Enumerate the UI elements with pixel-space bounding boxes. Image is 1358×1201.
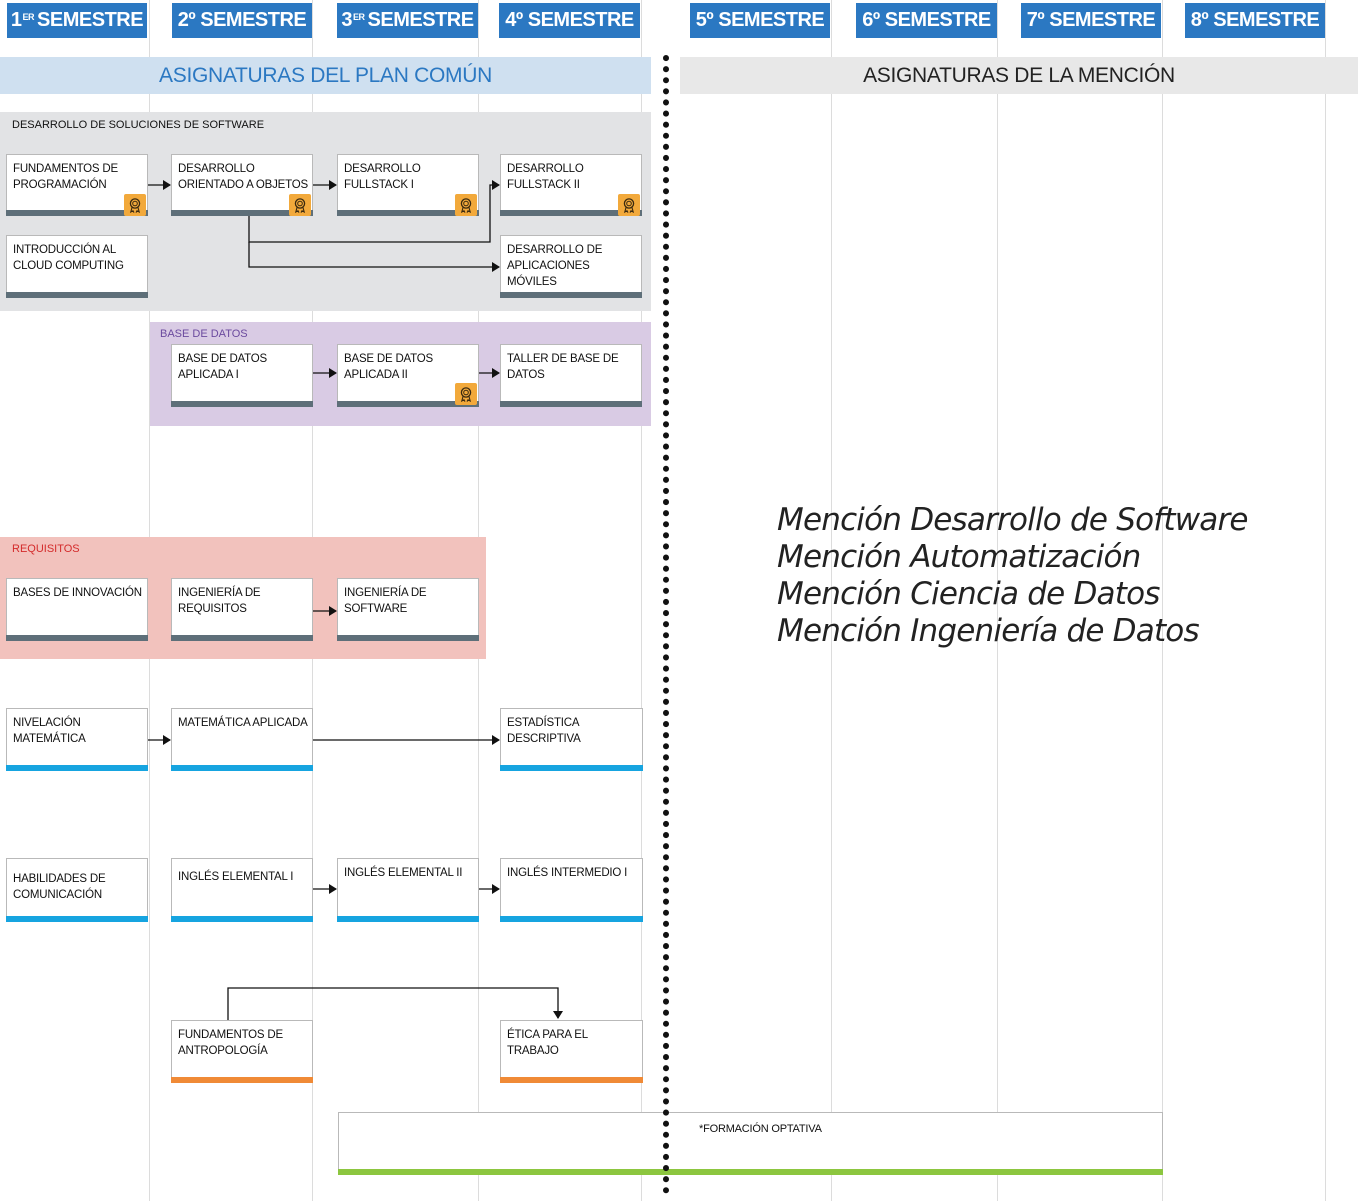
course-bar	[337, 916, 479, 922]
course-nivelacion-matematica[interactable]: NIVELACIÓN MATEMÁTICA	[6, 708, 148, 771]
semester-header-5: 5º SEMESTRE	[690, 3, 830, 38]
course-fullstack-2[interactable]: DESARROLLO FULLSTACK II	[500, 154, 642, 216]
course-label: TALLER DE BASE DE DATOS	[507, 353, 619, 381]
course-bd-2[interactable]: BASE DE DATOS APLICADA II	[337, 344, 479, 407]
course-matematica-aplicada[interactable]: MATEMÁTICA APLICADA	[171, 708, 313, 771]
mentions-list: Mención Desarrollo de Software Mención A…	[777, 502, 1248, 650]
course-bar	[500, 401, 642, 407]
course-label: INGLÉS ELEMENTAL II	[344, 867, 463, 879]
requirements-group-label: REQUISITOS	[12, 543, 80, 555]
course-bar	[337, 401, 479, 407]
course-label: DESARROLLO DE APLICACIONES MÓVILES	[507, 244, 603, 288]
course-label: DESARROLLO FULLSTACK I	[344, 163, 421, 191]
course-label: INTRODUCCIÓN AL CLOUD COMPUTING	[13, 244, 124, 272]
course-habilidades-comunicacion[interactable]: HABILIDADES DE COMUNICACIÓN	[6, 858, 148, 922]
course-bd-1[interactable]: BASE DE DATOS APLICADA I	[171, 344, 313, 407]
course-label: BASE DE DATOS APLICADA II	[344, 353, 434, 381]
course-bar	[338, 1169, 1163, 1175]
course-bar	[500, 292, 642, 298]
certificate-badge-icon	[618, 194, 640, 216]
semester-header-7: 7º SEMESTRE	[1021, 3, 1161, 38]
course-bar	[6, 765, 148, 771]
course-label: NIVELACIÓN MATEMÁTICA	[13, 717, 86, 745]
course-ingles-intermedio-1[interactable]: INGLÉS INTERMEDIO I	[500, 858, 643, 922]
course-label: BASE DE DATOS APLICADA I	[178, 353, 268, 381]
course-label: FUNDAMENTOS DE ANTROPOLOGÍA	[178, 1029, 283, 1057]
course-antropologia[interactable]: FUNDAMENTOS DE ANTROPOLOGÍA	[171, 1020, 313, 1083]
course-bar	[171, 635, 313, 641]
course-bar	[337, 635, 479, 641]
certificate-badge-icon	[455, 383, 477, 405]
course-label: DESARROLLO FULLSTACK II	[507, 163, 584, 191]
arrow	[248, 242, 500, 272]
course-label: INGENIERÍA DE SOFTWARE	[344, 587, 427, 615]
mention-item: Mención Ciencia de Datos	[777, 576, 1160, 612]
course-label: ESTADÍSTICA DESCRIPTIVA	[507, 717, 581, 745]
common-plan-band: ASIGNATURAS DEL PLAN COMÚN	[0, 57, 651, 94]
course-bar	[337, 210, 479, 216]
course-bar	[171, 916, 313, 922]
course-ingles-elemental-2[interactable]: INGLÉS ELEMENTAL II	[337, 858, 479, 922]
course-bar	[500, 1077, 643, 1083]
mention-item: Mención Automatización	[777, 539, 1141, 575]
semester-header-8: 8º SEMESTRE	[1185, 3, 1325, 38]
mention-item: Mención Ingeniería de Datos	[777, 613, 1200, 649]
course-label: HABILIDADES DE COMUNICACIÓN	[13, 873, 106, 901]
course-bar	[171, 1077, 313, 1083]
course-label: MATEMÁTICA APLICADA	[178, 717, 308, 729]
course-label: INGLÉS ELEMENTAL I	[178, 871, 294, 883]
semester-header-6: 6º SEMESTRE	[856, 3, 997, 38]
course-ing-requisitos[interactable]: INGENIERÍA DE REQUISITOS	[171, 578, 313, 641]
column-divider	[1162, 0, 1163, 1201]
course-etica[interactable]: ÉTICA PARA EL TRABAJO	[500, 1020, 643, 1083]
course-label: INGENIERÍA DE REQUISITOS	[178, 587, 261, 615]
course-label: INGLÉS INTERMEDIO I	[507, 867, 628, 879]
course-bar	[171, 401, 313, 407]
semester-header-2: 2º SEMESTRE	[172, 3, 312, 38]
arrow	[248, 180, 500, 243]
software-group-label: DESARROLLO DE SOLUCIONES DE SOFTWARE	[12, 119, 265, 131]
course-desarrollo-oo[interactable]: DESARROLLO ORIENTADO A OBJETOS	[171, 154, 313, 216]
arrow	[227, 987, 563, 1020]
course-estadistica[interactable]: ESTADÍSTICA DESCRIPTIVA	[500, 708, 643, 771]
course-bar	[6, 635, 148, 641]
course-ing-software[interactable]: INGENIERÍA DE SOFTWARE	[337, 578, 479, 641]
course-bar	[6, 210, 148, 216]
course-cloud[interactable]: INTRODUCCIÓN AL CLOUD COMPUTING	[6, 235, 148, 298]
mention-item: Mención Desarrollo de Software	[777, 502, 1248, 538]
column-divider	[997, 0, 998, 1201]
course-label: ÉTICA PARA EL TRABAJO	[507, 1029, 588, 1057]
column-divider	[641, 0, 642, 1201]
course-moviles[interactable]: DESARROLLO DE APLICACIONES MÓVILES	[500, 235, 642, 298]
course-bar	[171, 765, 313, 771]
column-divider	[1325, 0, 1326, 1201]
course-formacion-optativa[interactable]: *FORMACIÓN OPTATIVA	[338, 1112, 1163, 1175]
database-group-label: BASE DE DATOS	[160, 328, 248, 340]
mention-band: ASIGNATURAS DE LA MENCIÓN	[680, 57, 1358, 94]
course-bar	[6, 292, 148, 298]
course-fundamentos-programacion[interactable]: FUNDAMENTOS DE PROGRAMACIÓN	[6, 154, 148, 216]
course-label: FUNDAMENTOS DE PROGRAMACIÓN	[13, 163, 118, 191]
course-label: *FORMACIÓN OPTATIVA	[699, 1123, 822, 1135]
certificate-badge-icon	[455, 194, 477, 216]
column-divider	[831, 0, 832, 1201]
course-innovacion[interactable]: BASES DE INNOVACIÓN	[6, 578, 148, 641]
course-bar	[500, 916, 643, 922]
course-taller-bd[interactable]: TALLER DE BASE DE DATOS	[500, 344, 642, 407]
semester-header-4: 4º SEMESTRE	[499, 3, 640, 38]
course-bar	[171, 210, 313, 216]
certificate-badge-icon	[124, 194, 146, 216]
course-bar	[6, 916, 148, 922]
course-bar	[500, 765, 643, 771]
course-fullstack-1[interactable]: DESARROLLO FULLSTACK I	[337, 154, 479, 216]
course-ingles-elemental-1[interactable]: INGLÉS ELEMENTAL I	[171, 858, 313, 922]
course-label: DESARROLLO ORIENTADO A OBJETOS	[178, 163, 308, 191]
certificate-badge-icon	[289, 194, 311, 216]
course-label: BASES DE INNOVACIÓN	[13, 587, 142, 599]
course-bar	[500, 210, 642, 216]
